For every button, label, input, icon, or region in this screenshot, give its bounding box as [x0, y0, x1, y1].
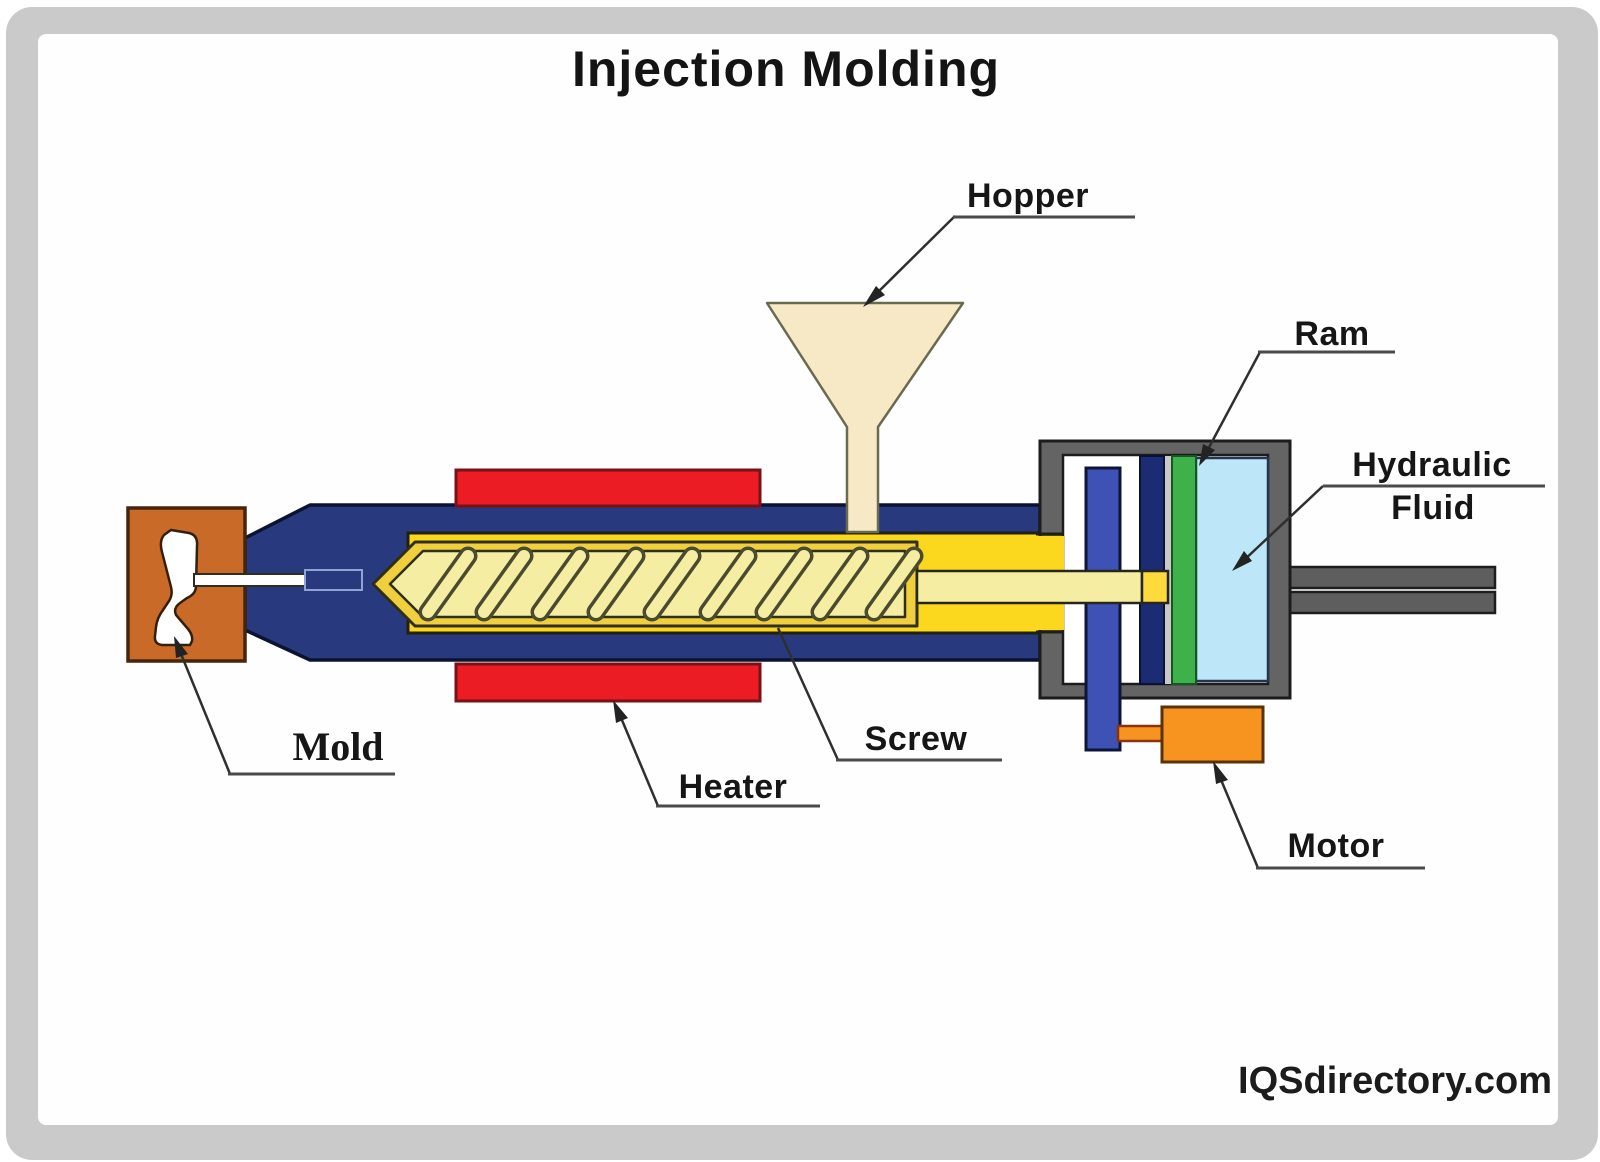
label-mold: Mold [292, 724, 384, 769]
mold-cavity [153, 528, 199, 647]
motor-block [1160, 705, 1265, 764]
watermark: IQSdirectory.com [1238, 1060, 1552, 1102]
screw-leader [776, 627, 840, 761]
guide-rail-bottom [1286, 590, 1497, 615]
heater-leader [617, 712, 660, 807]
ram-arrowhead [1199, 444, 1215, 466]
label-underlines [228, 215, 1545, 870]
motor-arrowhead [1213, 761, 1228, 784]
hydraulic-arrowhead [1232, 551, 1252, 571]
motor-coupling [1116, 724, 1164, 743]
label-hydraulic-fluid-line2: Fluid [1391, 489, 1475, 527]
label-ram: Ram [1294, 315, 1370, 353]
heater-band-bottom [454, 662, 762, 703]
label-heater: Heater [678, 768, 788, 806]
label-hopper: Hopper [967, 177, 1089, 215]
motor-leader [1217, 774, 1260, 869]
screw-shaft-head [1140, 569, 1170, 605]
hopper-leader [873, 215, 956, 297]
drive-column [1084, 466, 1122, 752]
label-hydraulic-fluid-line1: Hydraulic [1352, 446, 1512, 484]
ram-piston [1171, 455, 1197, 685]
leader-arrowheads [174, 286, 1252, 784]
guide-rail-top [1286, 565, 1497, 590]
hopper-arrowhead [863, 286, 885, 307]
diagram-title: Injection Molding [571, 41, 1001, 97]
screw-flights [418, 546, 924, 622]
ram-leader [1204, 351, 1262, 454]
sprue-channel [193, 573, 309, 587]
nozzle [304, 569, 363, 591]
leader-lines [177, 215, 1324, 869]
heater-band-top [454, 468, 762, 508]
label-screw: Screw [864, 720, 968, 758]
mold-leader [177, 648, 232, 775]
heater-arrowhead [613, 700, 628, 723]
screw-shaft [915, 569, 1144, 605]
label-motor: Motor [1287, 827, 1385, 865]
mold-arrowhead [174, 636, 188, 658]
hopper-funnel [765, 301, 965, 534]
hydraulic-leader [1240, 485, 1324, 564]
hydraulic-fluid-chamber [1194, 456, 1270, 683]
